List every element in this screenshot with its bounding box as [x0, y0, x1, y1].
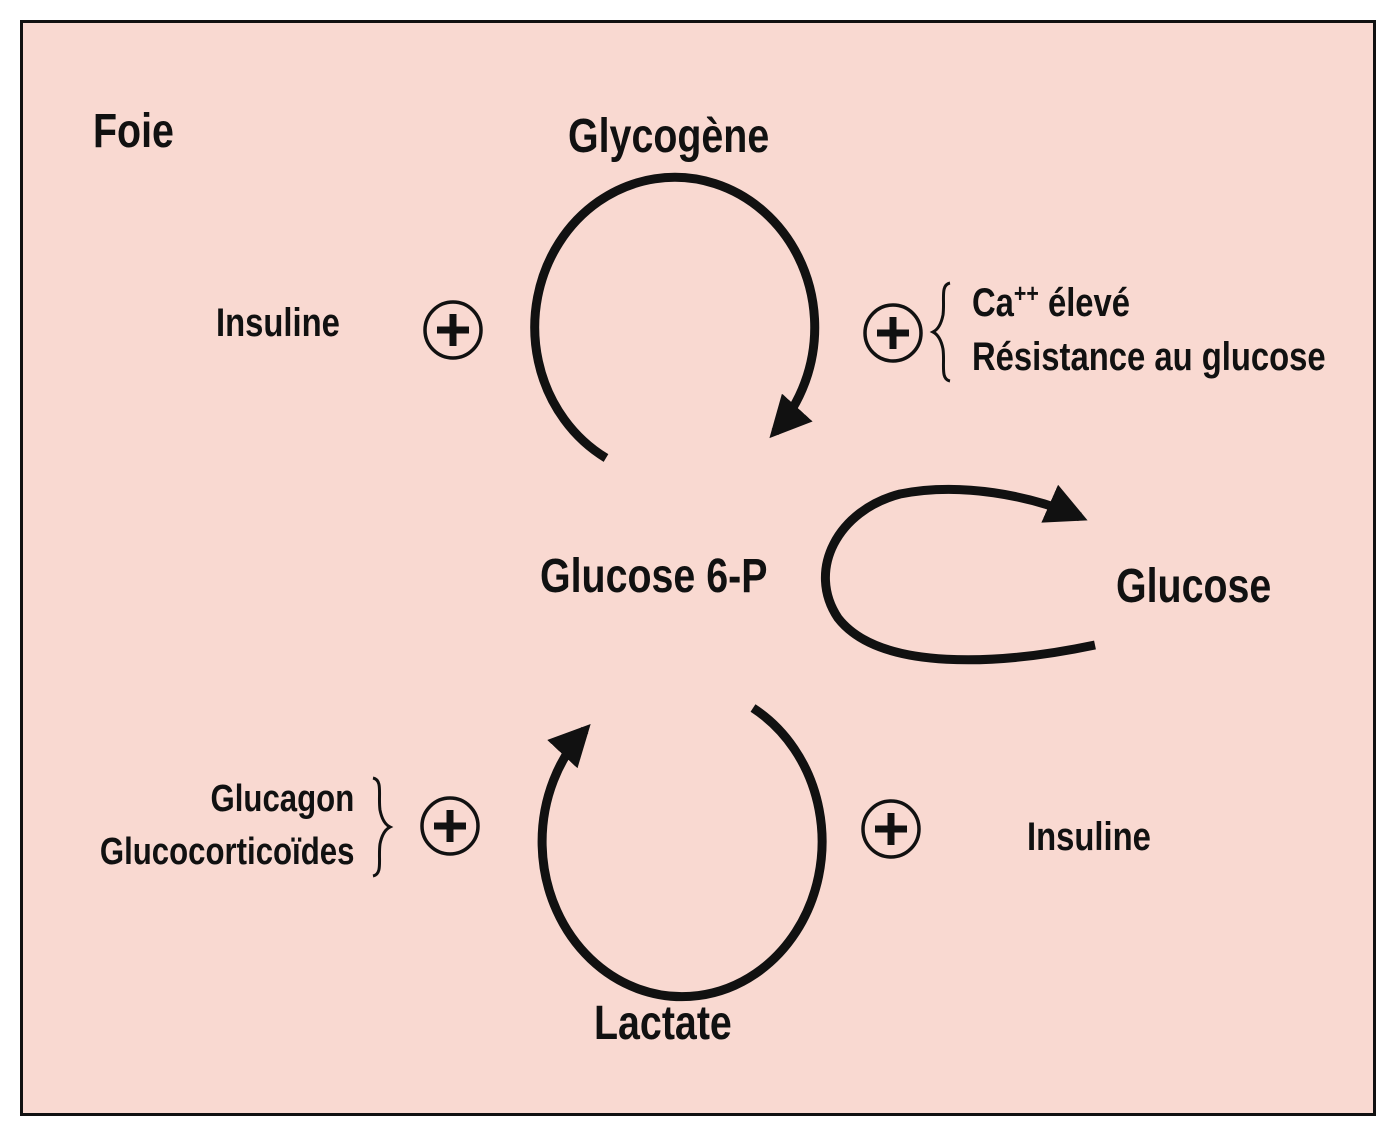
glucose-exchange-arrow [820, 484, 1096, 665]
plus-icon [420, 796, 480, 856]
glucagon-label: Glucagon [210, 778, 354, 820]
plus-icon [861, 799, 921, 859]
glycogen-node: Glycogène [568, 110, 770, 163]
glucose-resistance-label: Résistance au glucose [972, 335, 1326, 379]
plus-icon [863, 303, 923, 363]
brace-icon [929, 281, 951, 383]
glucose-node: Glucose [1116, 560, 1272, 613]
glucocorticoids-label: Glucocorticoïdes [99, 831, 354, 873]
insulin-top-label: Insuline [216, 301, 340, 345]
plus-icon [423, 300, 483, 360]
lactate-node: Lactate [594, 997, 732, 1050]
brace-icon [372, 776, 394, 878]
glucose-6p-node: Glucose 6-P [540, 550, 768, 603]
calcium-high-label: Ca++ élevé [972, 278, 1131, 325]
lactate-cycle-arrow [537, 704, 827, 1002]
glycogen-cycle-arrow [530, 172, 820, 462]
insulin-bottom-label: Insuline [1027, 815, 1151, 859]
organ-label: Foie [93, 105, 174, 158]
diagram-panel [20, 20, 1376, 1116]
